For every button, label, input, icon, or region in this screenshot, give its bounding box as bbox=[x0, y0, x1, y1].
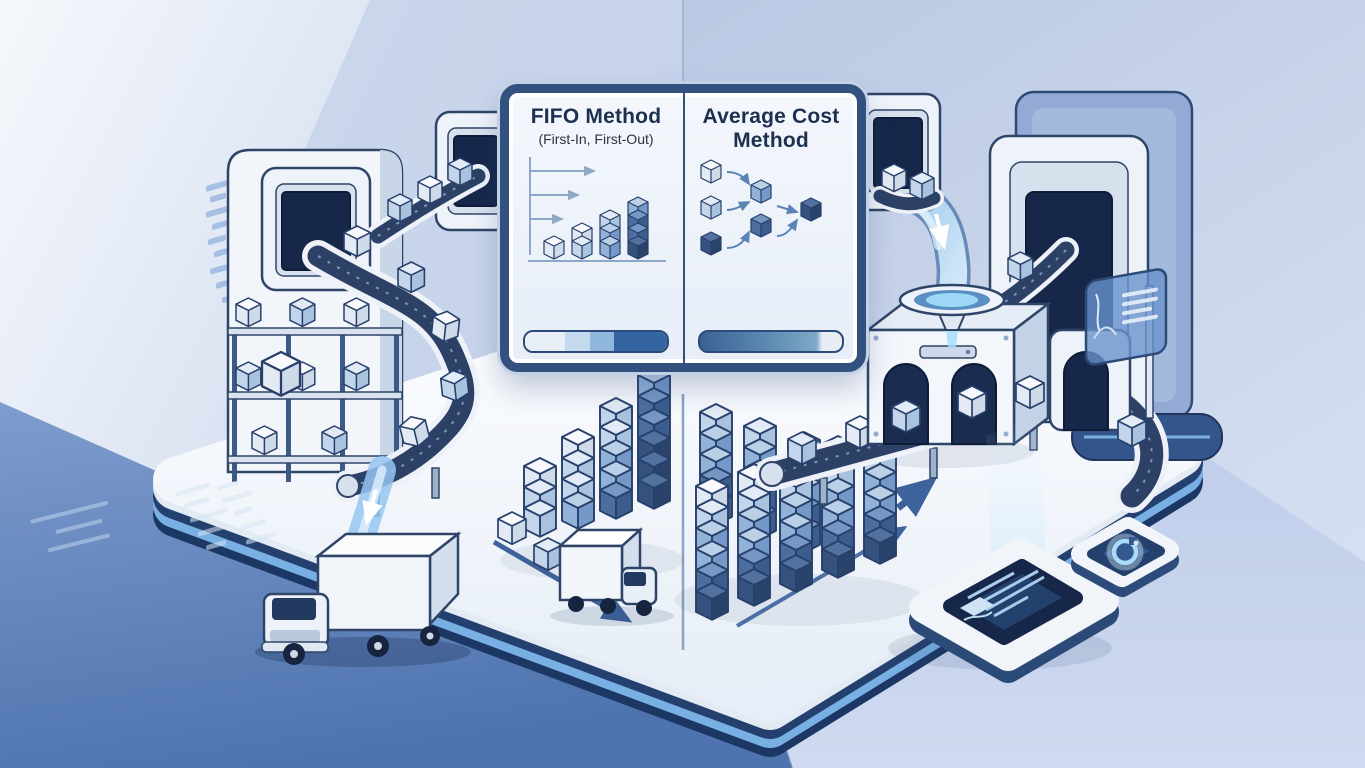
average-title-line1: Average Cost bbox=[702, 105, 840, 128]
belt-box bbox=[957, 385, 987, 420]
sync-glow-icon bbox=[1111, 538, 1139, 566]
avg-merge-arrow bbox=[726, 230, 750, 250]
loose-box bbox=[497, 511, 527, 546]
report-card bbox=[1084, 268, 1168, 419]
fifo-title: FIFO Method bbox=[530, 105, 662, 128]
delivery-truck-left bbox=[255, 531, 471, 667]
pipe-gate bbox=[854, 92, 944, 214]
average-cost-bar bbox=[698, 330, 844, 353]
fifo-subtitle: (First-In, First-Out) bbox=[538, 130, 654, 147]
screen-chart bbox=[960, 597, 994, 616]
fifo-column: FIFO Method (First-In, First-Out) bbox=[509, 93, 683, 363]
avg-merge-arrow bbox=[776, 204, 799, 215]
floor-streaks bbox=[30, 501, 111, 553]
feeder-conveyor bbox=[366, 157, 490, 248]
belt-box bbox=[891, 399, 921, 434]
dashboard-tablet bbox=[909, 539, 1119, 683]
warehouse-shelves bbox=[227, 297, 403, 482]
projection-beam bbox=[986, 414, 1046, 584]
avg-merge-arrow bbox=[726, 201, 751, 212]
delivery-truck-center bbox=[550, 527, 674, 626]
pipe-down-arrow bbox=[929, 213, 950, 250]
loose-box bbox=[260, 350, 302, 397]
comparison-board: FIFO Method (First-In, First-Out) Averag… bbox=[500, 84, 866, 372]
avg-merge-arrow bbox=[726, 171, 751, 186]
average-column: Average Cost Method bbox=[683, 93, 857, 363]
avg-merge-arrow bbox=[776, 218, 799, 238]
tablet-screen bbox=[943, 559, 1083, 645]
sync-chip bbox=[1071, 517, 1179, 597]
chute-down-arrow bbox=[362, 489, 383, 526]
data-stream-floor bbox=[176, 480, 276, 550]
average-title-line2: Method bbox=[733, 128, 809, 152]
average-title: Average Cost Method bbox=[702, 105, 839, 152]
fifo-cost-bar bbox=[523, 330, 669, 353]
belt-box bbox=[1117, 413, 1147, 448]
fifo-diagram bbox=[528, 156, 666, 262]
belt-box bbox=[1015, 375, 1045, 410]
average-diagram bbox=[700, 159, 822, 256]
loose-box bbox=[533, 537, 563, 572]
growth-arrow bbox=[893, 476, 938, 518]
funnel-glow bbox=[926, 293, 978, 307]
